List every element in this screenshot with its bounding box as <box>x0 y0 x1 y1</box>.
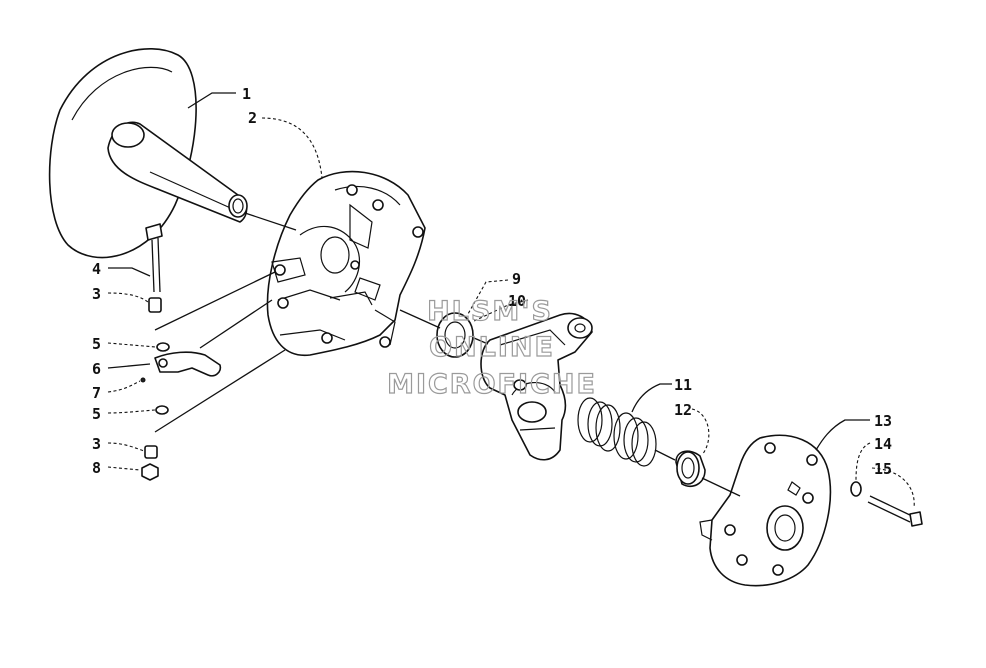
callout-10: 10 <box>508 292 526 310</box>
part-spider-housing <box>266 170 426 357</box>
part-bushing-upper <box>148 297 162 313</box>
callout-3-upper: 3 <box>92 285 101 303</box>
part-nut <box>141 463 159 481</box>
leader-lines <box>107 92 915 509</box>
part-arm <box>154 351 222 377</box>
callout-2: 2 <box>248 109 257 127</box>
callout-1: 1 <box>242 85 251 103</box>
part-washer-9-10 <box>436 312 474 358</box>
callout-9: 9 <box>512 270 521 288</box>
callout-14: 14 <box>874 435 892 453</box>
part-washer-14 <box>850 481 862 497</box>
watermark-line-2: ONLINE <box>429 332 555 363</box>
callout-11: 11 <box>674 376 692 394</box>
part-bushing-lower <box>144 445 158 459</box>
callout-15: 15 <box>874 460 892 478</box>
part-cover <box>699 434 832 587</box>
part-spring <box>577 397 657 467</box>
part-pin <box>140 377 146 383</box>
callout-12: 12 <box>674 401 692 419</box>
part-screw <box>867 495 923 527</box>
watermark-line-3: MICROFICHE <box>387 369 597 400</box>
alignment-lines <box>154 212 741 497</box>
callout-4: 4 <box>92 260 101 278</box>
watermark-line-1: HLSM'S <box>427 296 553 327</box>
callout-7: 7 <box>92 384 101 402</box>
part-bolt <box>145 223 163 293</box>
part-cam <box>480 312 593 461</box>
watermark: HLSM'S ONLINE MICROFICHE <box>386 295 597 400</box>
callout-6: 6 <box>92 360 101 378</box>
callout-3-lower: 3 <box>92 435 101 453</box>
callout-labels: 1 2 4 3 5 6 7 5 3 8 9 10 11 12 13 14 15 <box>92 85 892 478</box>
part-bushing-12 <box>675 450 706 488</box>
callout-13: 13 <box>874 412 892 430</box>
callout-5-upper: 5 <box>92 335 101 353</box>
part-sheave <box>48 48 248 259</box>
callout-5-lower: 5 <box>92 405 101 423</box>
callout-8: 8 <box>92 459 101 477</box>
part-washer-upper <box>156 342 170 352</box>
part-washer-lower <box>155 405 169 415</box>
